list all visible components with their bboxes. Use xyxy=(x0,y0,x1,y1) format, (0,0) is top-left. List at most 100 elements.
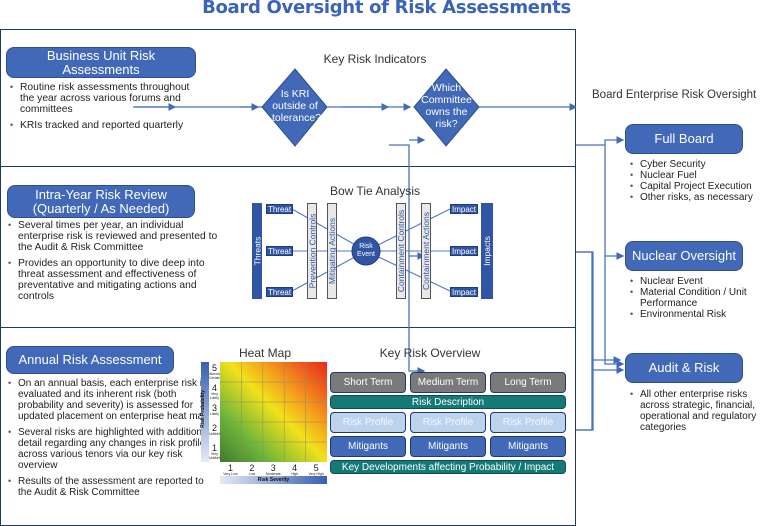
x-level-desc: Very High xyxy=(308,472,324,476)
list-item: Provides an opportunity to dive deep int… xyxy=(6,258,220,302)
annual-heading: Annual Risk Assessment xyxy=(6,346,174,374)
impact-label: Impact xyxy=(451,246,476,256)
list-item: Routine risk assessments throughout the … xyxy=(8,82,198,115)
tenor-label: Medium Term xyxy=(417,377,479,388)
business-unit-heading: Business Unit Risk Assessments xyxy=(6,47,196,78)
annual-heading-text: Annual Risk Assessment xyxy=(18,352,162,367)
impact-box-3: Impact xyxy=(450,287,478,297)
page-title: Board Oversight of Risk Assessments xyxy=(202,0,571,18)
mitigants-medium: Mitigants xyxy=(410,436,486,457)
list-item: KRIs tracked and reported quarterly xyxy=(8,120,198,131)
prevention-controls-bar: Prevention Controls xyxy=(307,203,317,299)
threat-label: Threat xyxy=(267,204,292,214)
risk-event-text: Risk Event xyxy=(352,243,380,259)
risk-profile-short: Risk Profile xyxy=(330,412,406,433)
x-axis-label-text: Risk Severity xyxy=(257,477,290,483)
threat-box-3: Threat xyxy=(266,287,293,297)
list-item: Material Condition / Unit Performance xyxy=(628,287,768,309)
audit-risk-bullets: All other enterprise risks across strate… xyxy=(628,389,760,433)
decision-diamond-2 xyxy=(413,68,480,147)
x-level-num: 2 xyxy=(249,463,255,473)
list-item: Several risks are highlighted with addit… xyxy=(6,427,216,471)
impact-label: Impact xyxy=(451,204,476,214)
x-level-num: 3 xyxy=(270,463,276,473)
threat-box-2: Threat xyxy=(266,246,293,256)
heat-map-title: Heat Map xyxy=(238,346,292,360)
mitigants-label: Mitigants xyxy=(427,441,468,452)
x-level-desc: High xyxy=(291,472,299,476)
risk-description-row: Risk Description xyxy=(330,395,566,409)
threat-label: Threat xyxy=(267,287,292,297)
x-level-num: 5 xyxy=(313,463,319,473)
tenor-label: Short Term xyxy=(343,377,393,388)
mitigants-short: Mitigants xyxy=(330,436,406,457)
list-item: Several times per year, an individual en… xyxy=(6,220,220,253)
risk-description-label: Risk Description xyxy=(411,396,485,408)
containment-actions-bar: Containment Actions xyxy=(421,203,431,299)
intra-year-heading-line1: Intra-Year Risk Review xyxy=(35,186,167,202)
impact-label: Impact xyxy=(451,287,476,297)
x-level-desc: Low xyxy=(248,472,256,476)
audit-risk-box: Audit & Risk xyxy=(625,353,743,383)
tenor-long-term: Long Term xyxy=(490,372,566,393)
nuclear-oversight-box: Nuclear Oversight xyxy=(625,241,743,271)
y-level-desc: Very Unlikely xyxy=(209,452,222,460)
y-level-desc: Very Likely xyxy=(210,392,219,400)
heat-map-grid xyxy=(220,362,327,462)
full-board-box: Full Board xyxy=(625,124,743,154)
full-board-bullets: Cyber Security Nuclear Fuel Capital Proj… xyxy=(628,159,773,203)
intra-year-heading-line2: (Quarterly / As Needed) xyxy=(32,200,170,216)
list-item: Environmental Risk xyxy=(628,309,768,320)
risk-profile-medium: Risk Profile xyxy=(410,412,486,433)
list-item: Capital Project Execution xyxy=(628,181,773,192)
impact-box-1: Impact xyxy=(450,204,478,214)
intra-year-bullets: Several times per year, an individual en… xyxy=(6,220,220,307)
connector-top-to-committees xyxy=(389,144,426,375)
risk-event-circle xyxy=(351,236,381,266)
list-item: Nuclear Fuel xyxy=(628,170,773,181)
decision-diamond-1 xyxy=(261,68,328,147)
impacts-bar: Impacts xyxy=(481,203,493,299)
heat-map-x-axis-bar: Risk Severity xyxy=(220,476,327,484)
heat-map-y-axis-bar xyxy=(201,362,209,462)
annual-bullets: On an annual basis, each enterprise risk… xyxy=(6,378,216,503)
nuclear-oversight-bullets: Nuclear Event Material Condition / Unit … xyxy=(628,276,768,320)
board-oversight-title: Board Enterprise Risk Oversight xyxy=(592,89,757,101)
intra-year-heading: Intra-Year Risk Review (Quarterly / As N… xyxy=(7,185,195,218)
kri-decisions xyxy=(135,68,576,147)
threat-box-1: Threat xyxy=(266,204,293,214)
mitigants-label: Mitigants xyxy=(507,441,548,452)
risk-event-line2: Event xyxy=(357,251,375,258)
list-item: Other risks, as necessary xyxy=(628,192,773,203)
y-level-num: 1 xyxy=(211,443,217,453)
mitigants-label: Mitigants xyxy=(347,441,388,452)
list-item: On an annual basis, each enterprise risk… xyxy=(6,378,216,422)
list-item: All other enterprise risks across strate… xyxy=(628,389,760,433)
threat-label: Threat xyxy=(267,246,292,256)
y-level-num: 2 xyxy=(211,423,217,433)
decision-2-text: Which Committee owns the risk? xyxy=(421,82,472,130)
y-level-num: 4 xyxy=(211,383,217,393)
risk-profile-label: Risk Profile xyxy=(342,417,394,428)
risk-profile-label: Risk Profile xyxy=(422,417,474,428)
tenor-medium-term: Medium Term xyxy=(410,372,486,393)
x-level-desc: Very Low xyxy=(223,472,238,476)
full-board-label: Full Board xyxy=(654,131,714,146)
key-risk-overview-title: Key Risk Overview xyxy=(379,346,481,360)
business-unit-bullets: Routine risk assessments throughout the … xyxy=(8,82,198,136)
nuclear-oversight-label: Nuclear Oversight xyxy=(631,248,737,263)
threats-bar: Threats xyxy=(252,203,262,299)
business-unit-heading-text: Business Unit Risk Assessments xyxy=(46,47,156,77)
impact-box-2: Impact xyxy=(450,246,478,256)
y-level-num: 5 xyxy=(211,363,217,373)
